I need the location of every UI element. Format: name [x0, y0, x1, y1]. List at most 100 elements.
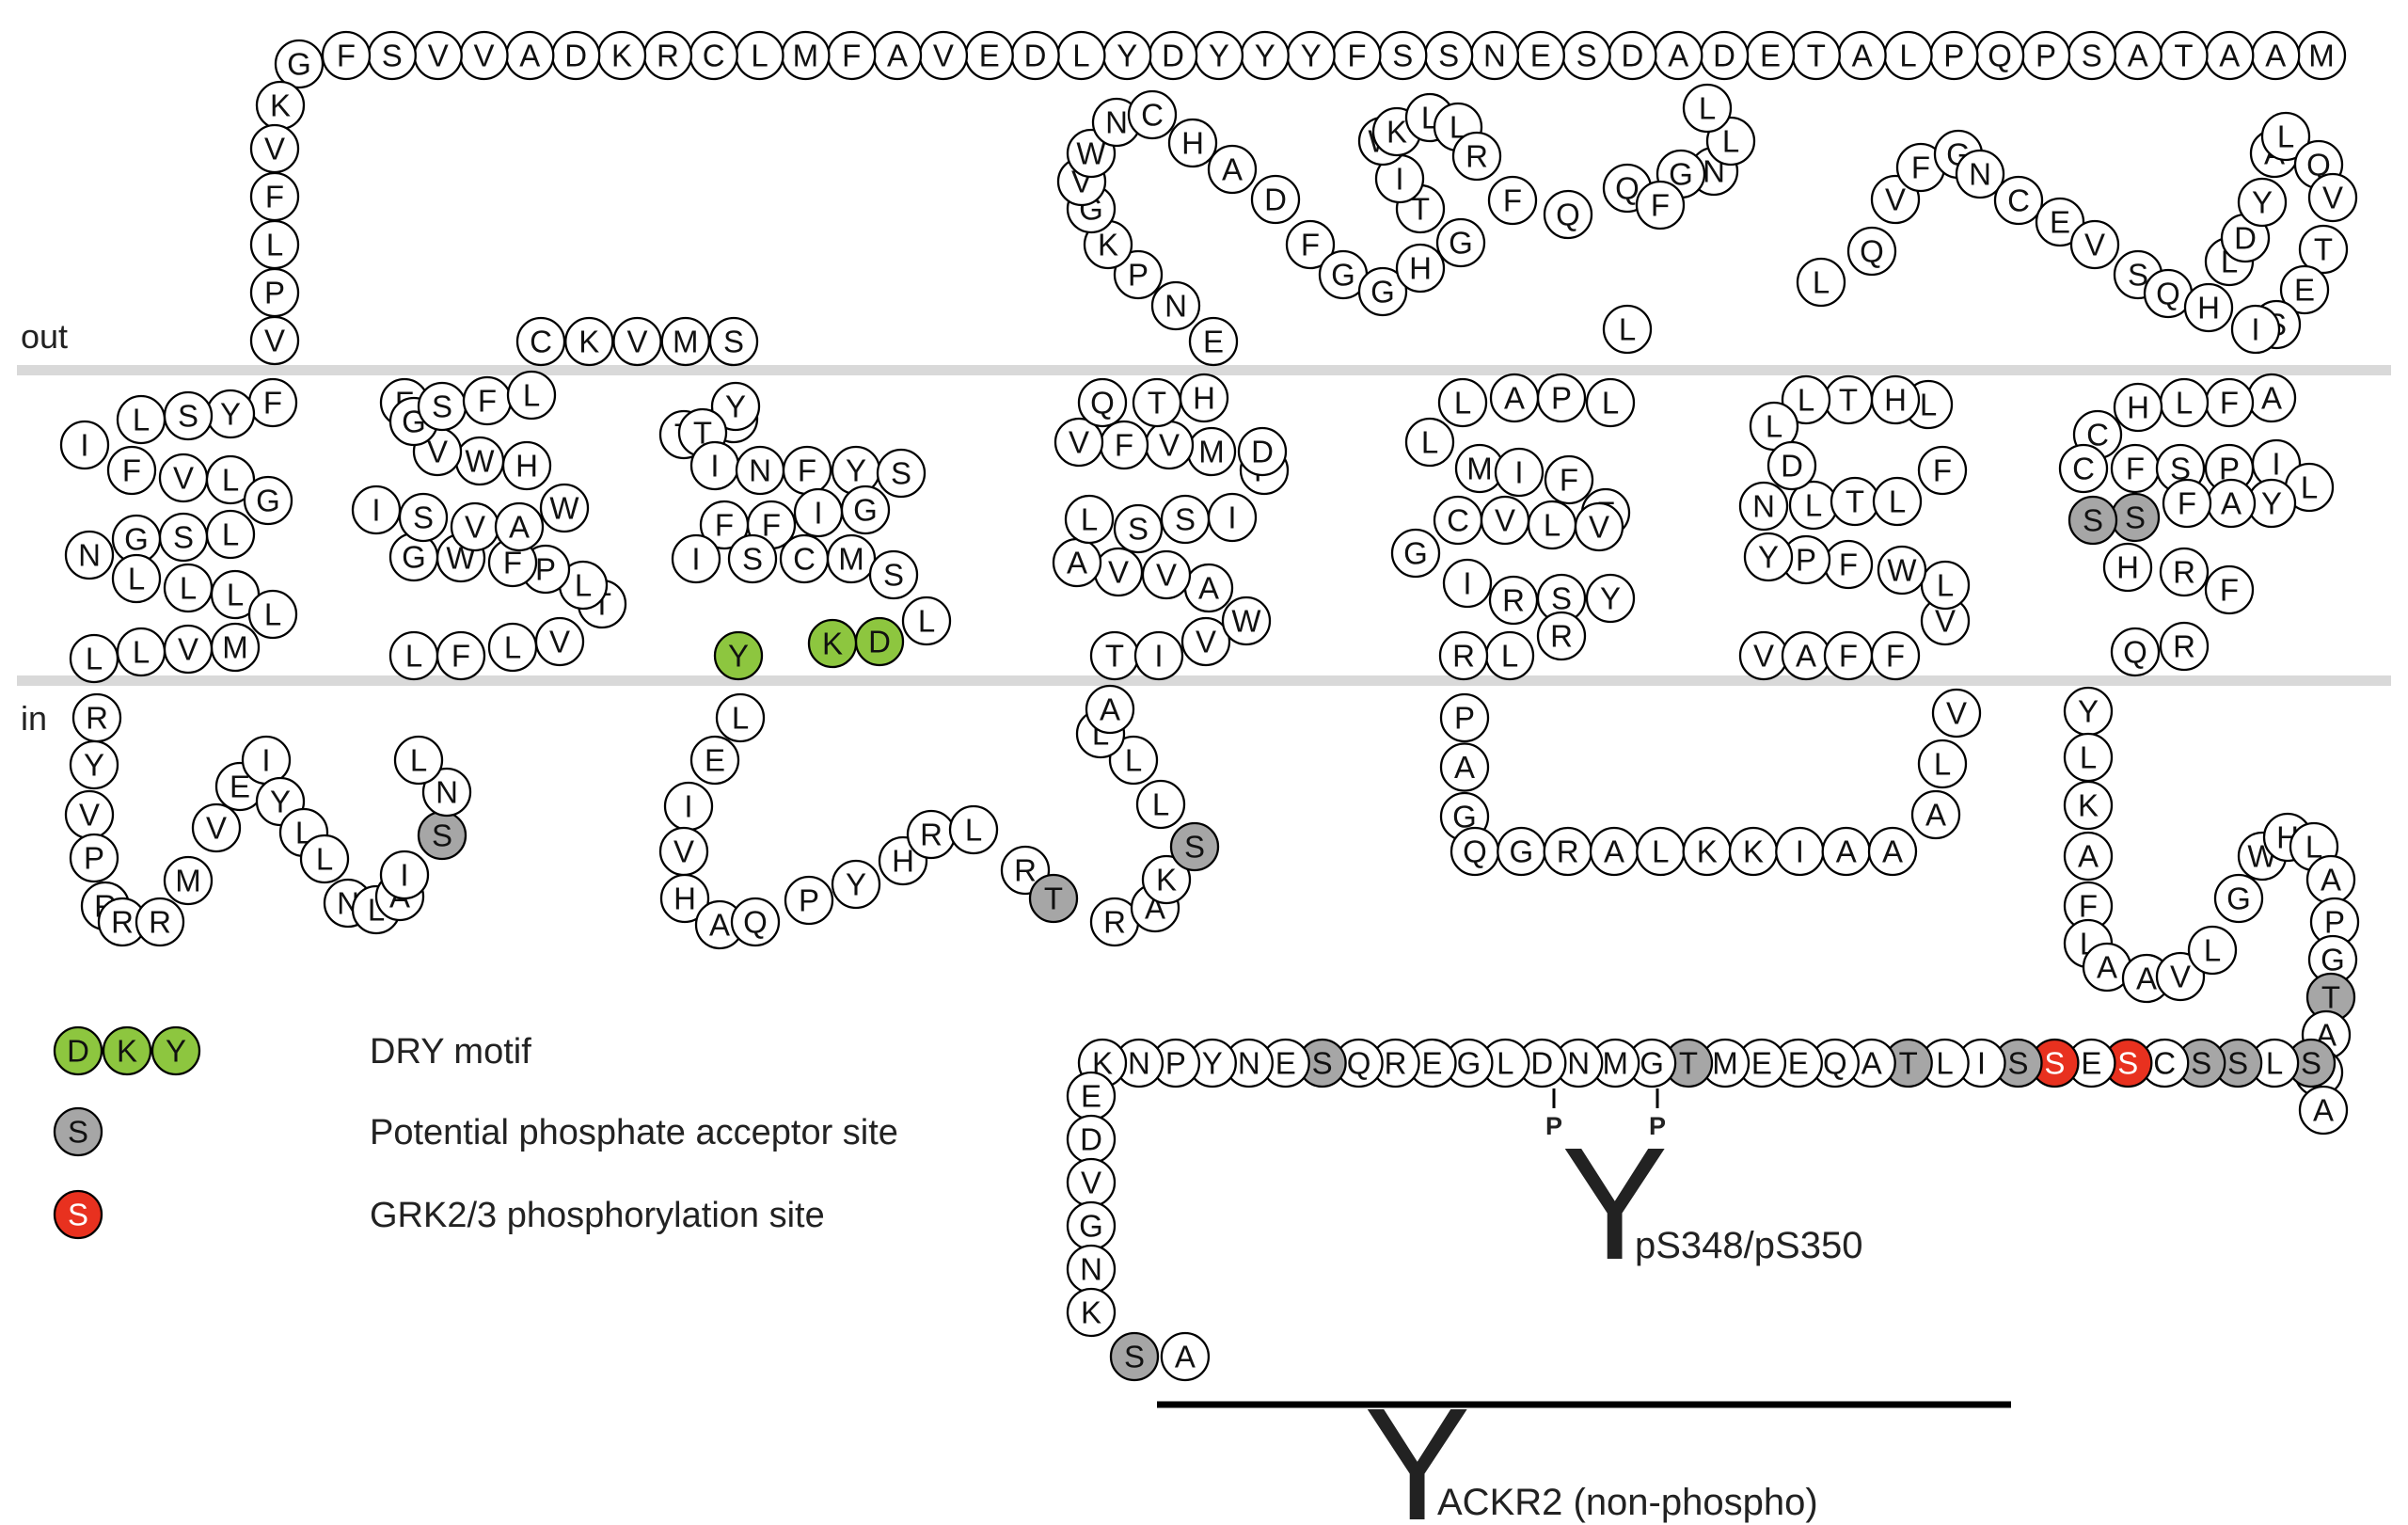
- residue-g-245: G: [1497, 826, 1546, 877]
- residue-letter: F: [1503, 183, 1522, 218]
- residue-letter: L: [1813, 265, 1830, 300]
- residue-letter: L: [1602, 386, 1619, 421]
- residue-letter: P: [799, 883, 819, 918]
- residue-circle: [715, 692, 766, 743]
- residue-f-264: F: [1823, 539, 1874, 590]
- residue-letter: D: [1621, 39, 1643, 73]
- residue-q-321: Q: [2110, 627, 2161, 677]
- residue-letter: A: [1454, 750, 1475, 785]
- residue-letter: S: [1124, 1340, 1145, 1374]
- residue-letter: L: [222, 517, 239, 552]
- residue-y-25: Y: [1194, 30, 1244, 81]
- residue-letter: L: [575, 568, 592, 603]
- residue-circle: [1846, 226, 1897, 277]
- residue-circle: [1536, 611, 1587, 661]
- residue-circle: [2279, 264, 2330, 315]
- residue-v-286: V: [2069, 219, 2120, 270]
- residue-circle: [69, 739, 119, 790]
- residue-r-79: R: [135, 897, 185, 947]
- residue-letter: Y: [1202, 1046, 1223, 1081]
- residue-letter: Q: [1860, 234, 1884, 269]
- residue-letter: A: [2265, 39, 2286, 73]
- residue-letter: L: [2204, 933, 2221, 968]
- residue-letter: L: [2176, 386, 2193, 421]
- residue-letter: P: [1128, 258, 1149, 293]
- residue-r-246: R: [1543, 826, 1592, 877]
- residue-letter: P: [1943, 39, 1964, 73]
- residue-circle: [1113, 249, 1164, 300]
- residue-letter: N: [436, 775, 458, 810]
- residue-circle: [64, 530, 115, 580]
- residue-circle: [539, 483, 590, 533]
- residue-letter: L: [1766, 409, 1782, 444]
- residue-k-142: K: [807, 618, 858, 669]
- residue-letter: R: [1465, 139, 1488, 174]
- ackr2-symbol: Y: [1364, 1375, 1470, 1525]
- residue-f-48: F: [249, 171, 300, 222]
- residue-letter: S: [891, 456, 911, 491]
- residue-f-115: F: [462, 375, 513, 426]
- residue-letter: N: [1567, 1046, 1590, 1081]
- residue-f-22: F: [1332, 30, 1382, 81]
- residue-s-175: S: [1113, 503, 1164, 554]
- residue-letter: N: [749, 453, 771, 488]
- residue-i-146: I: [663, 781, 714, 832]
- residue-letter: V: [1081, 1166, 1101, 1200]
- legend-dry-letter-d: D: [67, 1034, 89, 1069]
- residue-letter: G: [124, 522, 149, 557]
- residue-letter: A: [1504, 381, 1525, 416]
- residue-letter: K: [1743, 834, 1764, 869]
- residue-letter: H: [1193, 381, 1215, 416]
- residue-circle: [2067, 495, 2118, 546]
- residue-letter: K: [1156, 863, 1177, 898]
- residue-letter: L: [133, 403, 150, 437]
- residue-letter: M: [673, 325, 699, 359]
- residue-circle: [1488, 575, 1539, 626]
- residue-a-170: A: [1183, 563, 1234, 613]
- residue-circle: [69, 633, 119, 684]
- residue-i-177: I: [1207, 492, 1258, 543]
- residue-circle: [379, 850, 430, 900]
- residue-circle: [1682, 83, 1733, 134]
- residue-m-180: M: [1186, 426, 1237, 477]
- residue-v-172: V: [1093, 547, 1144, 597]
- residue-letter: V: [2084, 228, 2105, 262]
- residue-y-229: Y: [1585, 573, 1636, 624]
- residue-circle: [534, 616, 585, 667]
- residue-letter: G: [402, 540, 426, 575]
- residue-letter: M: [793, 39, 819, 73]
- residue-letter: S: [1128, 512, 1149, 547]
- residue-l-59: L: [205, 454, 256, 505]
- residue-letter: Q: [2123, 635, 2147, 670]
- residue-letter: L: [1497, 1046, 1513, 1081]
- residue-letter: M: [1602, 1046, 1628, 1081]
- residue-letter: F: [452, 639, 470, 674]
- residue-y-27: Y: [1102, 30, 1152, 81]
- residue-letter: L: [1699, 91, 1716, 126]
- residue-g-201: G: [1357, 266, 1408, 317]
- residue-circle: [2307, 172, 2358, 223]
- residue-circle: [2069, 219, 2120, 270]
- residue-f-260: F: [1870, 630, 1921, 681]
- residue-t-166: T: [1089, 630, 1140, 681]
- residue-r-158: R: [1089, 897, 1140, 947]
- residue-letter: A: [2219, 39, 2240, 73]
- residue-circle: [421, 767, 472, 818]
- residue-k-324: K: [2063, 780, 2114, 831]
- residue-circle: [243, 475, 293, 526]
- residue-letter: I: [1228, 500, 1236, 535]
- residue-circle: [2035, 197, 2085, 247]
- residue-letter: P: [1551, 381, 1572, 416]
- residue-circle: [660, 316, 710, 367]
- residue-v-47: V: [249, 123, 300, 174]
- residue-circle: [1395, 243, 1446, 294]
- residue-l-311: L: [2284, 462, 2335, 513]
- residue-circle: [1870, 630, 1921, 681]
- residue-letter: E: [979, 39, 1000, 73]
- residue-s-343: S: [2286, 1038, 2337, 1088]
- residue-letter: I: [1796, 834, 1804, 869]
- residue-circle: [868, 549, 919, 600]
- residue-t-354: T: [1883, 1038, 1933, 1088]
- residue-letter: N: [1105, 105, 1128, 140]
- residue-m-1: M: [2296, 30, 2347, 81]
